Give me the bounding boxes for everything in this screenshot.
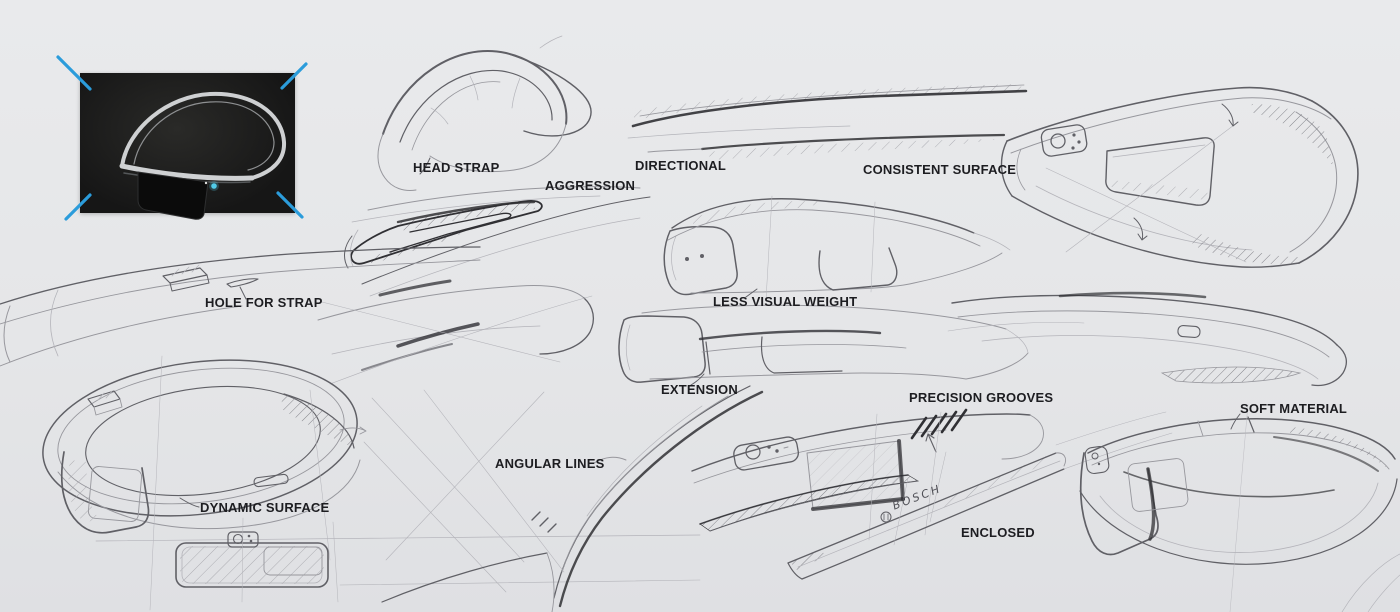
annotation-dynamic-surface: DYNAMIC SURFACE (200, 500, 330, 515)
camera-module-soft-sketch (1084, 445, 1110, 475)
device-led-light (211, 183, 217, 189)
annotation-enclosed: ENCLOSED (961, 525, 1035, 540)
camera-module-detail-sketch (733, 436, 799, 471)
annotation-soft-material: SOFT MATERIAL (1240, 401, 1348, 416)
annotation-head-strap: HEAD STRAP (413, 160, 500, 175)
annotation-directional: DIRECTIONAL (635, 158, 727, 173)
sketch-angular-lines (363, 385, 764, 612)
sketch-precision-grooves-detail (691, 408, 1044, 541)
sketch-enclosed-strap (787, 411, 1173, 580)
sketch-less-visual-weight-device (663, 195, 1011, 301)
annotation-less-visual-weight: LESS VISUAL WEIGHT (713, 294, 858, 309)
annotation-extension: EXTENSION (661, 382, 738, 397)
annotation-consistent-surface: CONSISTENT SURFACE (863, 162, 1017, 177)
sketch-head-strap (351, 35, 641, 223)
camera-module-sketch (1040, 124, 1088, 157)
crop-mark-top-left-icon (56, 55, 92, 91)
annotation-angular-lines: ANGULAR LINES (495, 456, 605, 471)
annotation-precision-grooves: PRECISION GROOVES (909, 390, 1054, 405)
crop-marks (56, 55, 308, 221)
sketch-band-mid-sweep (317, 279, 595, 385)
sketch-soft-material-device (1079, 403, 1400, 612)
sketch-visor-front-view (95, 517, 701, 603)
sketch-right-mid-sweep (947, 291, 1348, 387)
crop-mark-bottom-left-icon (64, 193, 92, 221)
sketch-consistent-surface-device (1000, 86, 1359, 268)
sketch-extension (618, 304, 1029, 386)
annotation-hole-for-strap: HOLE FOR STRAP (205, 295, 323, 310)
sketch-hole-for-strap-band (0, 246, 481, 367)
photo-device-render (119, 91, 287, 220)
crop-mark-top-right-icon (280, 62, 308, 90)
sketch-dynamic-surface-ring (42, 355, 367, 611)
annotation-aggression: AGGRESSION (545, 178, 636, 193)
sketch-directional (627, 84, 1028, 160)
crop-mark-bottom-right-icon (276, 191, 304, 219)
bosch-logo-mark-icon (880, 511, 892, 523)
sketch-aggression (344, 196, 651, 297)
grooves-marks (910, 408, 968, 440)
